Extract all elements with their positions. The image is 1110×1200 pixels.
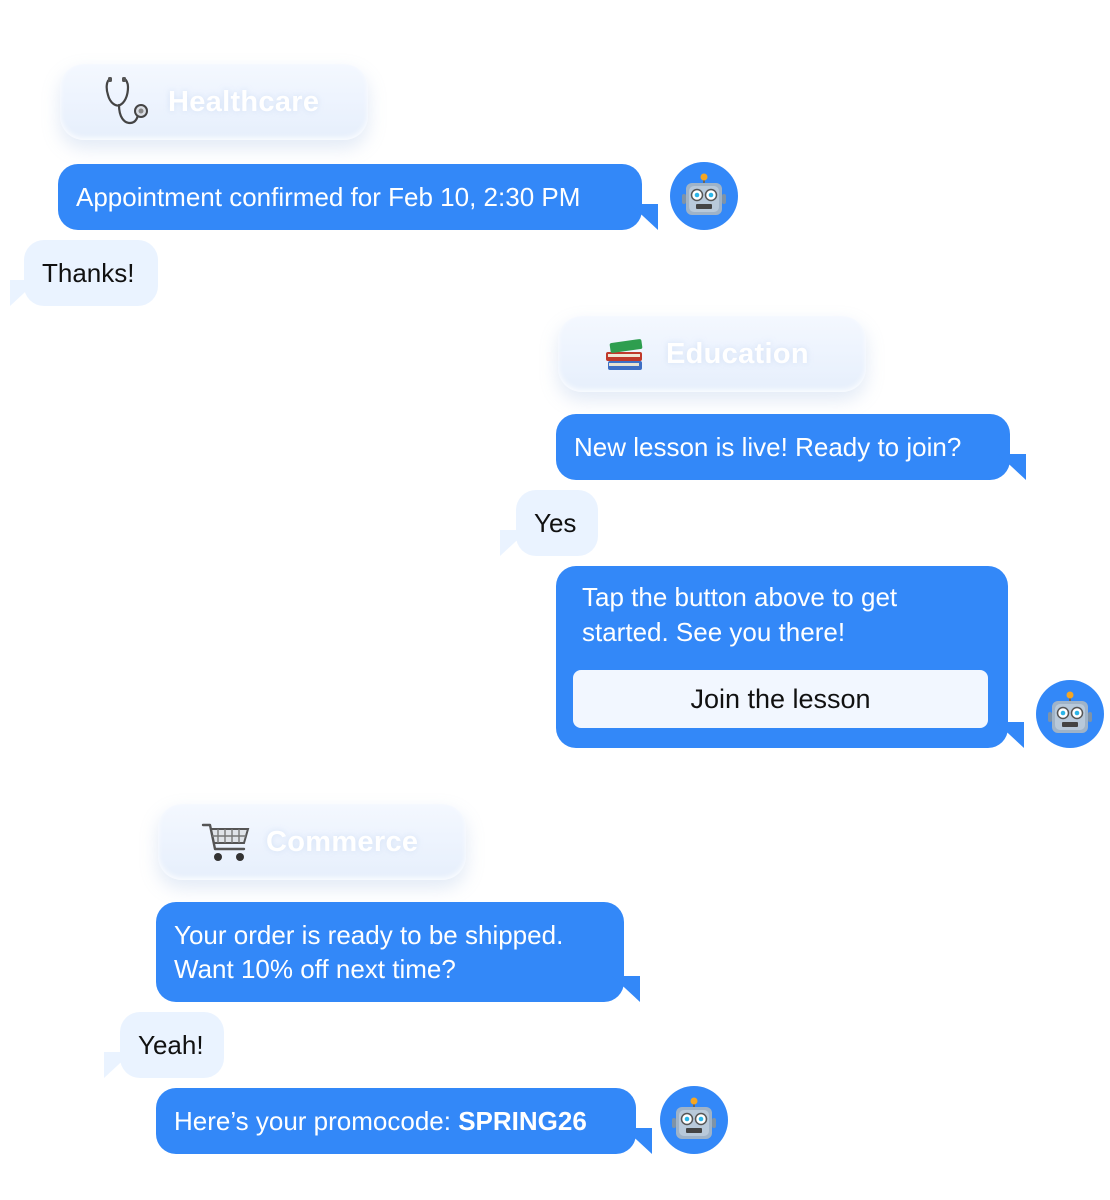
- user-reply-bubble: Yes: [516, 490, 598, 556]
- bot-avatar: [660, 1086, 728, 1154]
- join-lesson-button[interactable]: Join the lesson: [573, 670, 988, 728]
- robot-icon: [1048, 691, 1092, 733]
- category-label: Commerce: [266, 825, 419, 858]
- message-text: Appointment confirmed for Feb 10, 2:30 P…: [76, 182, 581, 212]
- bot-avatar: [1036, 680, 1104, 748]
- category-label: Education: [666, 337, 809, 370]
- robot-icon: [672, 1097, 716, 1139]
- bubble-tail: [10, 280, 38, 306]
- bubble-tail: [630, 204, 658, 230]
- bot-avatar: [670, 162, 738, 230]
- promo-code: SPRING26: [458, 1106, 587, 1136]
- category-pill-commerce: Commerce: [158, 804, 466, 880]
- bubble-tail: [624, 1128, 652, 1154]
- stethoscope-icon: [105, 77, 148, 125]
- message-text: Here’s your promocode:: [174, 1106, 459, 1136]
- bubble-tail: [104, 1052, 132, 1078]
- bubble-tail: [996, 722, 1024, 748]
- bot-message-bubble: Here’s your promocode: SPRING26: [156, 1088, 636, 1154]
- bot-message-bubble: Your order is ready to be shipped. Want …: [156, 902, 624, 1002]
- robot-icon: [682, 173, 726, 215]
- message-text: Tap the button above to get started. See…: [582, 582, 898, 647]
- user-reply-bubble: Thanks!: [24, 240, 158, 306]
- shopping-cart-icon: [201, 823, 250, 861]
- bubble-tail: [500, 530, 528, 556]
- bubble-tail: [998, 454, 1026, 480]
- message-text: New lesson is live! Ready to join?: [574, 432, 962, 462]
- bubble-tail: [612, 976, 640, 1002]
- message-text: Thanks!: [42, 258, 135, 288]
- category-label: Healthcare: [168, 85, 320, 118]
- books-icon: [606, 339, 643, 370]
- bot-message-bubble: Appointment confirmed for Feb 10, 2:30 P…: [58, 164, 642, 230]
- button-label: Join the lesson: [690, 683, 871, 714]
- message-text: Yes: [534, 508, 577, 538]
- category-pill-education: Education: [558, 316, 866, 392]
- category-pill-healthcare: Healthcare: [60, 64, 368, 140]
- bot-message-bubble: New lesson is live! Ready to join?: [556, 414, 1010, 480]
- message-text: Yeah!: [138, 1030, 204, 1060]
- user-reply-bubble: Yeah!: [120, 1012, 224, 1078]
- message-text: Your order is ready to be shipped. Want …: [174, 920, 564, 984]
